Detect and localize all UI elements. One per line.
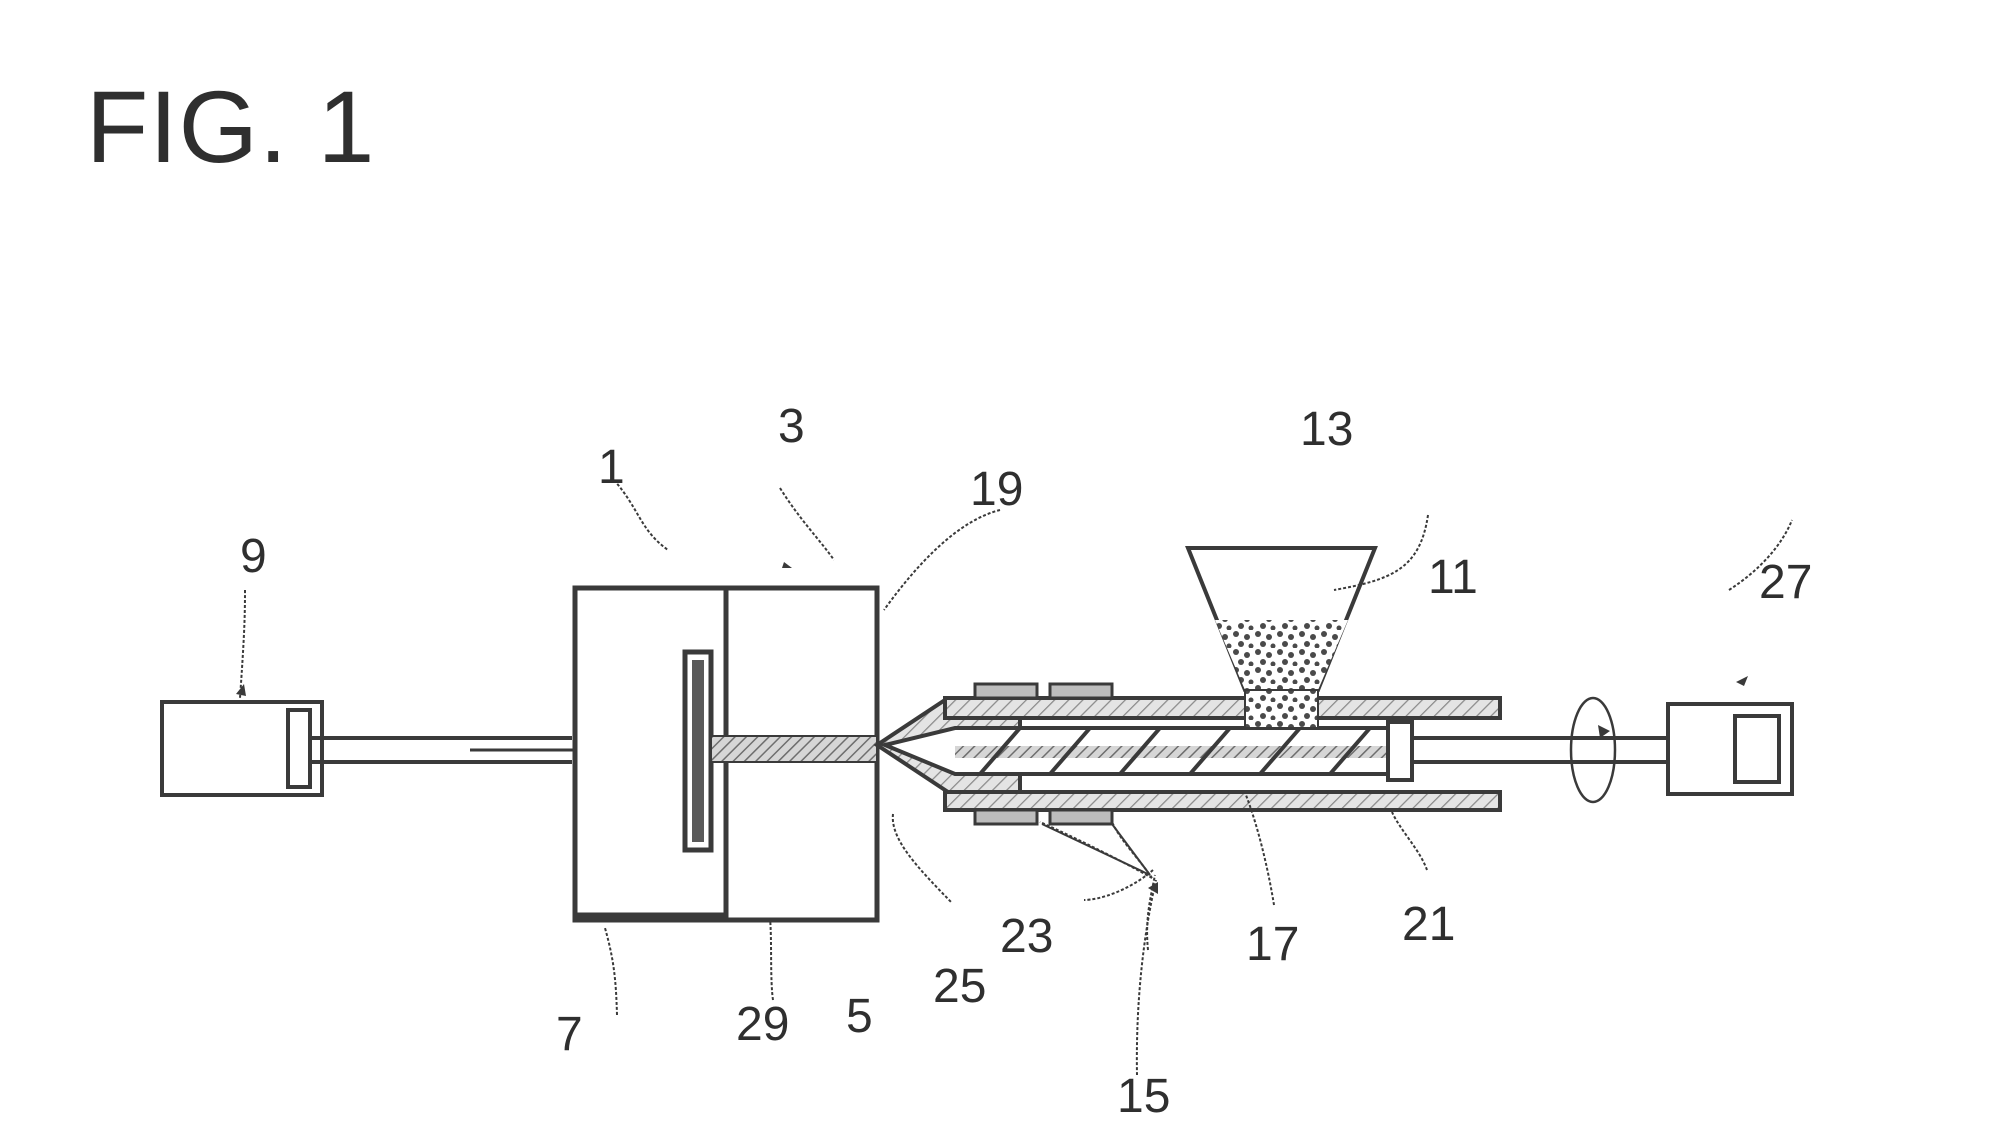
label-15: 15	[1117, 1070, 1170, 1123]
label-25: 25	[933, 960, 986, 1013]
rotation-arrow-icon	[1571, 698, 1615, 802]
sprue-29	[711, 736, 877, 762]
label-1: 1	[598, 441, 625, 494]
label-11: 11	[1428, 551, 1478, 604]
label-21: 21	[1402, 898, 1455, 951]
label-17: 17	[1246, 918, 1299, 971]
label-23: 23	[1000, 910, 1053, 963]
label-27: 27	[1759, 556, 1812, 609]
label-19: 19	[970, 463, 1023, 516]
label-5: 5	[846, 990, 873, 1043]
label-13: 13	[1300, 403, 1353, 456]
label-7: 7	[556, 1008, 583, 1061]
molded-part-1	[685, 652, 711, 850]
screw-17	[885, 722, 1412, 780]
label-9: 9	[240, 530, 267, 583]
label-29: 29	[736, 998, 789, 1051]
label-3: 3	[778, 400, 805, 453]
